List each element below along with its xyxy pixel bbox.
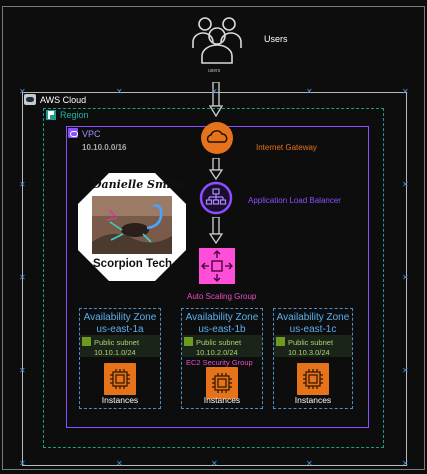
aws-cloud-icon xyxy=(24,94,36,105)
az-id: us-east-1b xyxy=(198,324,246,335)
az-name: Availability Zone xyxy=(185,312,259,323)
subnet-label: Public subnet xyxy=(288,338,334,347)
lock-icon xyxy=(276,337,285,346)
cloud-icon xyxy=(201,122,233,154)
resize-handle[interactable]: ✕ xyxy=(19,180,26,189)
auto-scaling-label: Auto Scaling Group xyxy=(187,292,257,301)
instances-label: Instances xyxy=(203,395,241,405)
public-subnet[interactable]: Public subnet 10.10.3.0/24 xyxy=(274,335,352,357)
resize-handle[interactable]: ✕ xyxy=(211,87,218,96)
aws-cloud-group[interactable] xyxy=(22,92,407,466)
subnet-cidr: 10.10.1.0/24 xyxy=(94,348,136,357)
resize-handle[interactable]: ✕ xyxy=(19,366,26,375)
arrow-igw-to-alb xyxy=(208,157,224,181)
public-subnet[interactable]: Public subnet 10.10.2.0/24 xyxy=(182,335,262,357)
logo-company: Scorpion Tech xyxy=(93,258,173,270)
canvas-frame xyxy=(2,6,425,470)
resize-handle[interactable]: ✕ xyxy=(19,273,26,282)
security-group-label: EC2 Security Group xyxy=(186,358,253,367)
chip-icon xyxy=(110,369,130,389)
resize-handle[interactable]: ✕ xyxy=(306,87,313,96)
resize-handle[interactable]: ✕ xyxy=(402,366,409,375)
chip-icon xyxy=(212,373,232,393)
chip-icon xyxy=(303,369,323,389)
subnet-cidr: 10.10.2.0/24 xyxy=(196,348,238,357)
region-label: Region xyxy=(60,110,89,120)
users-caption: users xyxy=(208,68,221,74)
lock-icon xyxy=(82,337,91,346)
load-balancer-node[interactable] xyxy=(199,180,233,216)
vpc-label: VPC xyxy=(82,129,101,139)
network-icon xyxy=(199,181,233,215)
az-name: Availability Zone xyxy=(83,312,157,323)
resize-handle[interactable]: ✕ xyxy=(402,87,409,96)
vpc-icon xyxy=(68,128,78,138)
resize-handle[interactable]: ✕ xyxy=(116,459,123,468)
ec2-node[interactable] xyxy=(297,363,329,395)
ec2-node[interactable] xyxy=(104,363,136,395)
availability-zone-1[interactable]: Availability Zone us-east-1a Public subn… xyxy=(79,308,161,409)
internet-gateway-node[interactable] xyxy=(200,120,234,156)
resize-handle[interactable]: ✕ xyxy=(306,459,313,468)
resize-handle[interactable]: ✕ xyxy=(402,273,409,282)
az-id: us-east-1c xyxy=(289,324,337,335)
region-group[interactable] xyxy=(43,108,384,448)
resize-handle[interactable]: ✕ xyxy=(116,87,123,96)
availability-zone-3[interactable]: Availability Zone us-east-1c Public subn… xyxy=(273,308,353,409)
instances-label: Instances xyxy=(101,395,139,405)
region-icon xyxy=(46,110,56,120)
az-id: us-east-1a xyxy=(96,324,144,335)
internet-gateway-label: Internet Gateway xyxy=(256,143,317,152)
load-balancer-label: Application Load Balancer xyxy=(248,196,341,205)
vpc-cidr: 10.10.0.0/16 xyxy=(82,143,127,152)
aws-cloud-label: AWS Cloud xyxy=(40,95,87,105)
logo-badge xyxy=(77,172,187,282)
subnet-cidr: 10.10.3.0/24 xyxy=(288,348,330,357)
auto-scaling-node[interactable] xyxy=(199,248,235,284)
az-name: Availability Zone xyxy=(276,312,350,323)
instances-label: Instances xyxy=(294,395,332,405)
resize-handle[interactable]: ✕ xyxy=(19,459,26,468)
users-icon xyxy=(190,14,244,66)
resize-handle[interactable]: ✕ xyxy=(211,459,218,468)
availability-zone-2[interactable]: Availability Zone us-east-1b Public subn… xyxy=(181,308,263,409)
ec2-node[interactable] xyxy=(206,367,238,399)
resize-handle[interactable]: ✕ xyxy=(402,459,409,468)
public-subnet[interactable]: Public subnet 10.10.1.0/24 xyxy=(80,335,160,357)
resize-handle[interactable]: ✕ xyxy=(19,87,26,96)
arrow-alb-to-asg xyxy=(208,216,224,245)
scaling-icon xyxy=(201,250,233,282)
logo-name: Danielle Smith xyxy=(92,178,184,191)
users-title: Users xyxy=(264,34,288,44)
subnet-label: Public subnet xyxy=(94,338,140,347)
resize-handle[interactable]: ✕ xyxy=(402,180,409,189)
lock-icon xyxy=(184,337,193,346)
subnet-label: Public subnet xyxy=(196,338,242,347)
